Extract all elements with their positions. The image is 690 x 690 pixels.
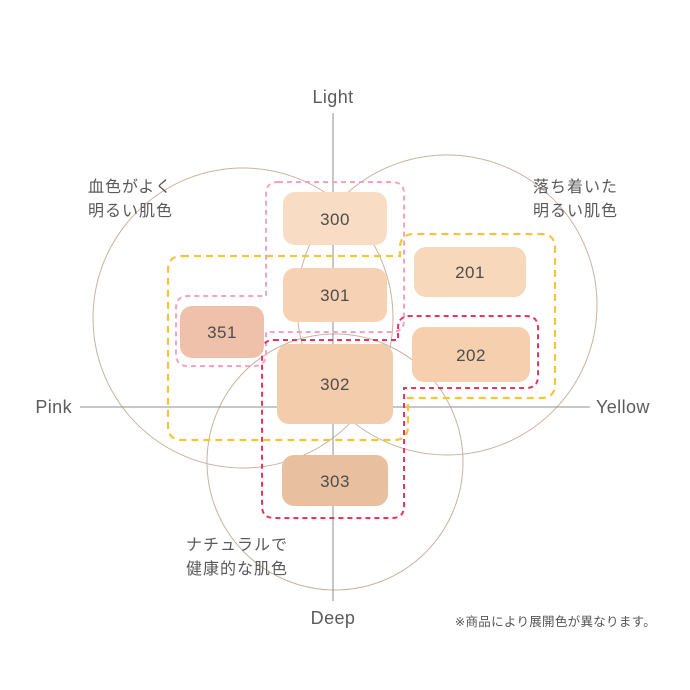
swatch-302-label: 302 <box>320 375 350 394</box>
yellow-group-label: 落ち着いた 明るい肌色 <box>533 179 619 220</box>
swatch-301 <box>283 268 387 322</box>
axis-label-light: Light <box>312 87 354 107</box>
axis-label-deep: Deep <box>310 608 356 628</box>
background-circle-bottom <box>206 333 464 591</box>
red-group-outline <box>261 315 539 519</box>
axis-label-yellow: Yellow <box>596 397 650 417</box>
swatch-202-label: 202 <box>456 346 486 365</box>
background-circles <box>92 154 598 591</box>
swatch-labels: 300 201 301 351 202 302 303 <box>207 210 486 491</box>
yellow-group-outline <box>166 232 557 442</box>
swatch-351 <box>180 306 264 358</box>
pink-group-outline <box>175 181 405 367</box>
axis-label-pink: Pink <box>35 397 72 417</box>
swatch-201-label: 201 <box>455 263 485 282</box>
swatch-303-label: 303 <box>320 472 350 491</box>
swatch-300-label: 300 <box>320 210 350 229</box>
swatch-301-label: 301 <box>320 286 350 305</box>
swatch-300 <box>283 192 387 245</box>
swatch-201 <box>414 247 526 297</box>
swatch-303 <box>282 455 388 506</box>
background-circle-left <box>92 167 394 469</box>
footnote: ※商品により展開色が異なります。 <box>454 615 656 629</box>
swatches <box>180 192 530 506</box>
pink-group-label: 血色がよく 明るい肌色 <box>88 179 174 220</box>
swatch-351-label: 351 <box>207 323 237 342</box>
swatch-202 <box>412 327 530 382</box>
red-group-label: ナチュラルで 健康的な肌色 <box>186 537 289 578</box>
swatch-302 <box>277 344 393 424</box>
